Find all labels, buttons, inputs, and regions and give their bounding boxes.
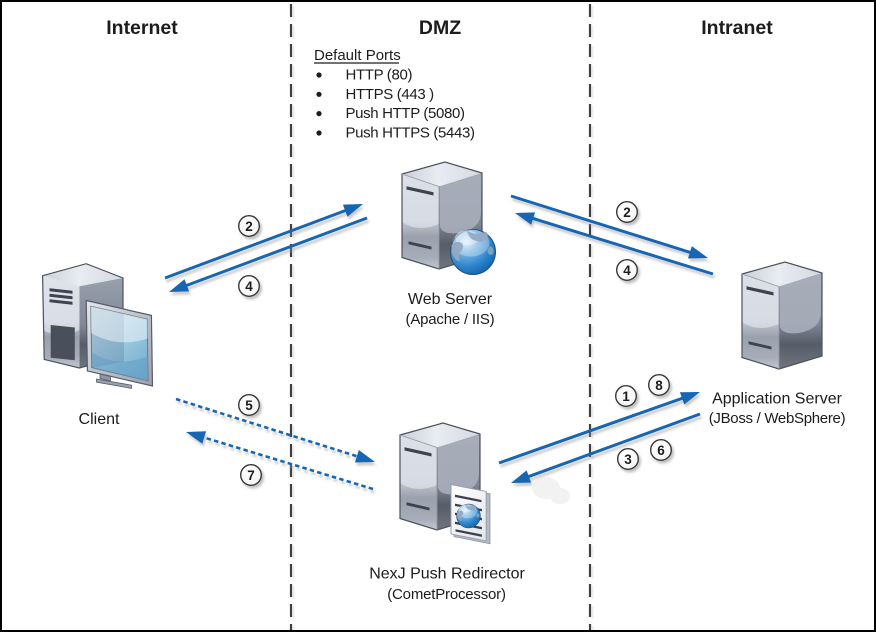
- svg-text:7: 7: [247, 468, 255, 483]
- svg-text:3: 3: [624, 452, 632, 467]
- svg-text:Client: Client: [79, 411, 120, 428]
- svg-text:1: 1: [622, 389, 630, 404]
- svg-text:2: 2: [245, 219, 253, 234]
- svg-text:4: 4: [245, 279, 253, 294]
- svg-text:2: 2: [623, 205, 631, 220]
- svg-text:(Apache / IIS): (Apache / IIS): [406, 311, 495, 328]
- svg-text:Default Ports: Default Ports: [314, 47, 401, 64]
- svg-text:NexJ Push Redirector: NexJ Push Redirector: [369, 566, 525, 583]
- svg-text:Internet: Internet: [106, 17, 178, 39]
- svg-text:Push HTTP (5080): Push HTTP (5080): [346, 105, 466, 122]
- svg-text:4: 4: [623, 263, 631, 278]
- svg-text:DMZ: DMZ: [419, 17, 461, 39]
- svg-text:(CometProcessor): (CometProcessor): [387, 586, 506, 603]
- svg-text:HTTP (80): HTTP (80): [346, 67, 413, 84]
- svg-text:Application Server: Application Server: [712, 391, 843, 408]
- svg-text:6: 6: [657, 443, 665, 458]
- svg-text:5: 5: [245, 398, 253, 413]
- svg-text:8: 8: [655, 378, 663, 393]
- svg-text:Intranet: Intranet: [701, 17, 773, 39]
- svg-text:(JBoss / WebSphere): (JBoss / WebSphere): [709, 410, 846, 427]
- svg-text:Push HTTPS (5443): Push HTTPS (5443): [346, 125, 475, 142]
- svg-text:HTTPS (443 ): HTTPS (443 ): [346, 86, 435, 103]
- svg-text:Web Server: Web Server: [408, 291, 493, 308]
